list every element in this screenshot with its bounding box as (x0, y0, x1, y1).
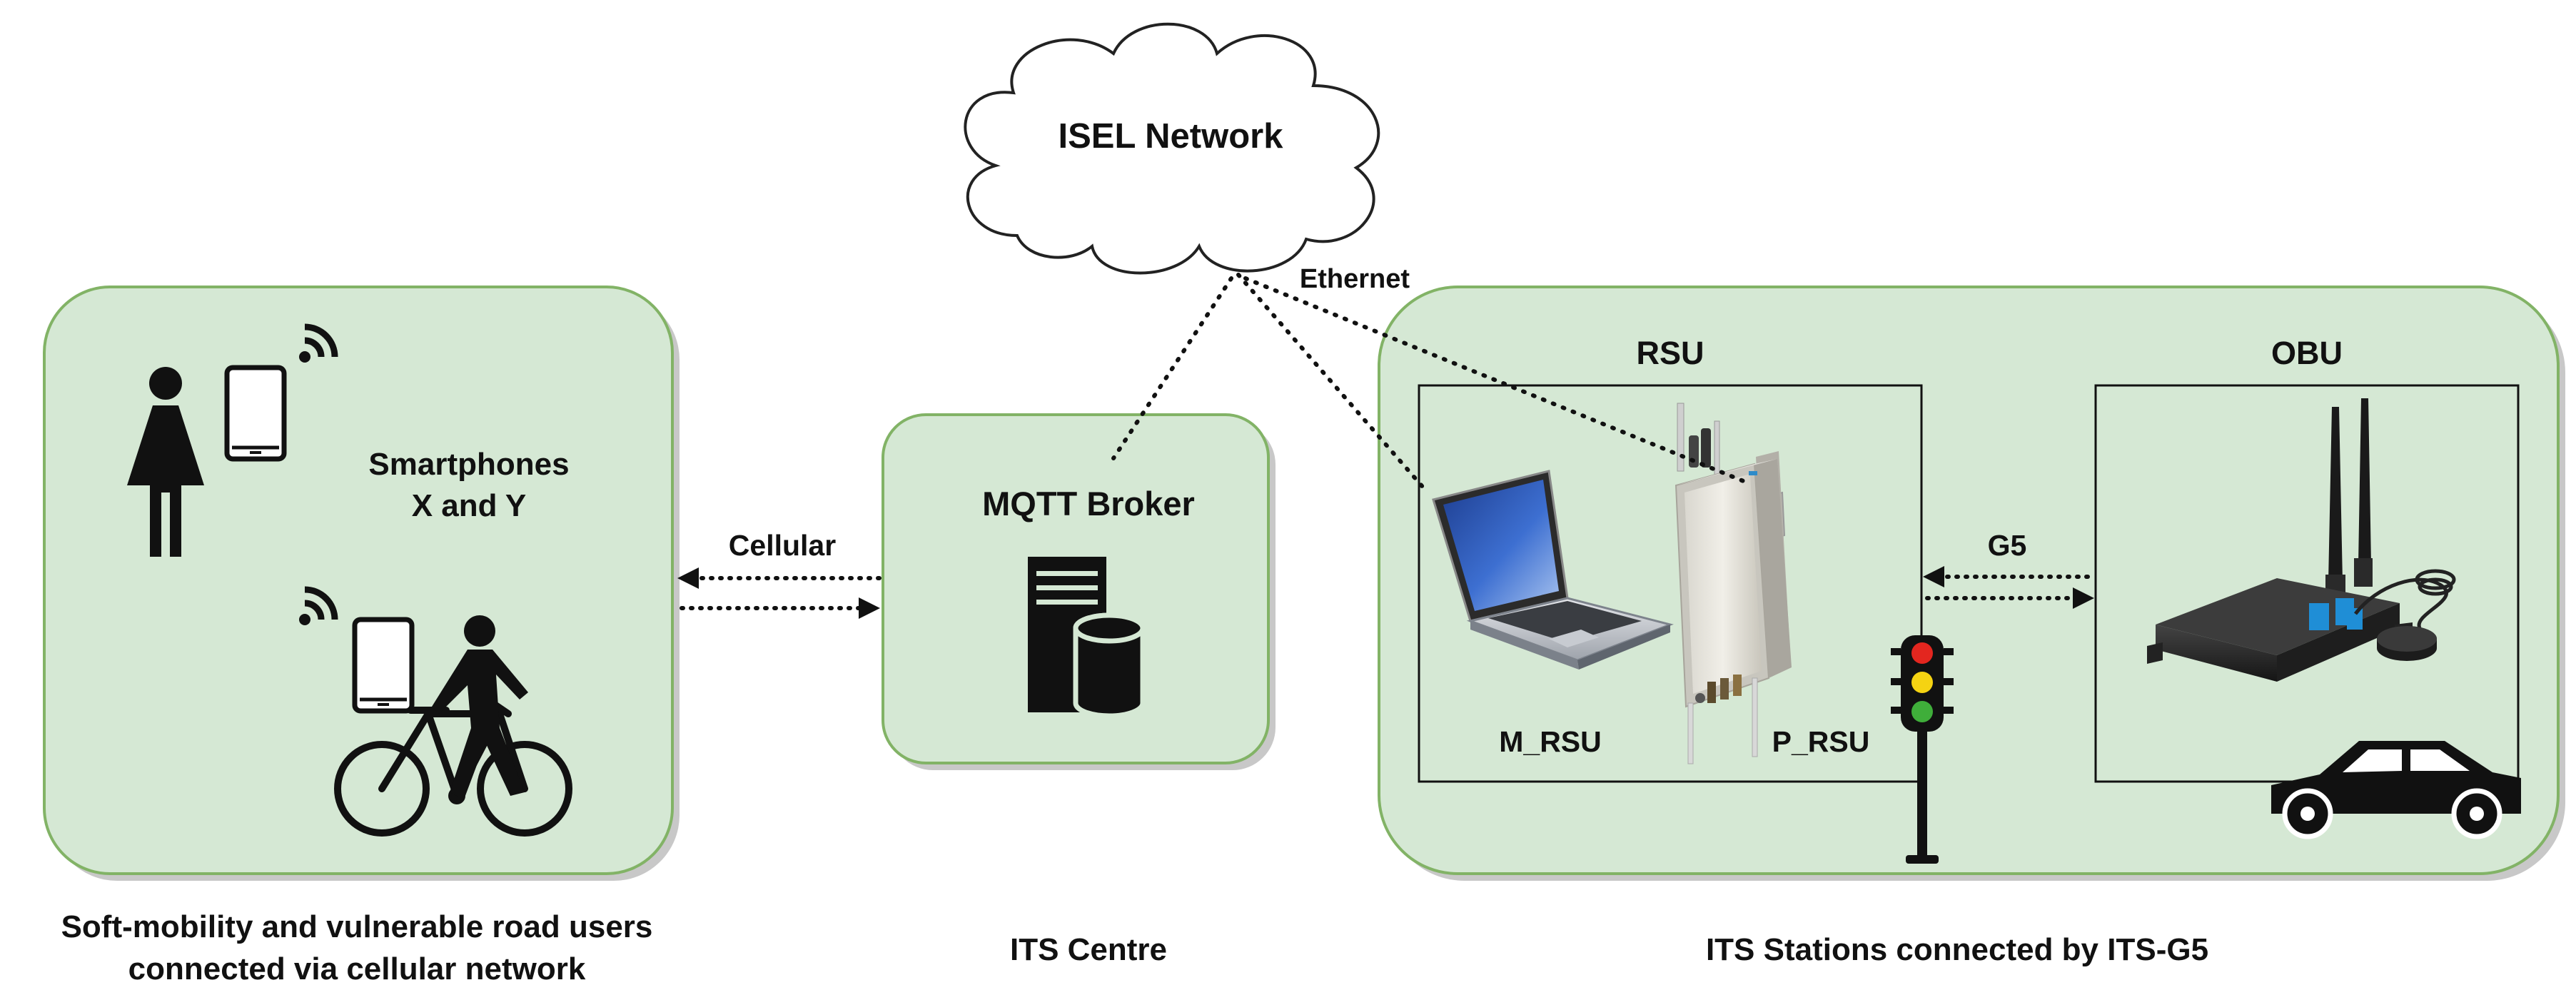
m-rsu-label: M_RSU (1499, 725, 1602, 758)
rsu-box (1418, 384, 1923, 783)
server-database-icon (1028, 557, 1146, 719)
smartphones-label-line2: X and Y (412, 488, 527, 523)
p-rsu-label: P_RSU (1772, 725, 1870, 758)
wifi-signal-icon (299, 586, 338, 625)
cloud-label: ISEL Network (1059, 117, 1284, 156)
captions: Soft-mobility and vulnerable road users … (61, 909, 2208, 986)
cellular-label: Cellular (729, 529, 836, 562)
users-caption-line2: connected via cellular network (128, 951, 586, 986)
smartphones-label-line1: Smartphones (368, 447, 569, 482)
smartphone-x-icon (224, 365, 287, 462)
users-caption-line1: Soft-mobility and vulnerable road users (61, 909, 653, 944)
car-icon (2271, 741, 2521, 839)
connections: Ethernet Cellular G5 (677, 264, 2094, 619)
isel-network-cloud: ISEL Network (964, 22, 1380, 275)
traffic-light-icon (1891, 635, 1954, 864)
ethernet-link-broker (1111, 276, 1233, 460)
rsu-title: RSU (1636, 335, 1704, 371)
pedestrian-woman-icon (127, 367, 204, 557)
wifi-signal-icon (299, 323, 338, 363)
smartphone-y-icon (352, 617, 415, 714)
obu-group: OBU (2094, 335, 2521, 839)
obu-title: OBU (2271, 335, 2343, 371)
stations-panel: RSU M_RSU (1378, 286, 2565, 881)
roadside-unit-p-rsu-icon (1675, 403, 1792, 764)
ethernet-label: Ethernet (1300, 264, 1410, 294)
broker-panel: MQTT Broker (882, 413, 1276, 770)
on-board-unit-icon (2147, 398, 2456, 682)
its-stations-caption: ITS Stations connected by ITS-G5 (1706, 932, 2208, 967)
laptop-m-rsu-icon (1432, 470, 1674, 670)
rsu-group: RSU M_RSU (1418, 335, 1923, 783)
cyclist-icon (334, 615, 572, 837)
ethernet-link-rsu (1243, 276, 1747, 484)
g5-label: G5 (1988, 529, 2027, 562)
broker-label: MQTT Broker (982, 485, 1195, 522)
its-centre-caption: ITS Centre (1010, 932, 1167, 967)
users-panel: Smartphones X and Y (43, 286, 680, 881)
